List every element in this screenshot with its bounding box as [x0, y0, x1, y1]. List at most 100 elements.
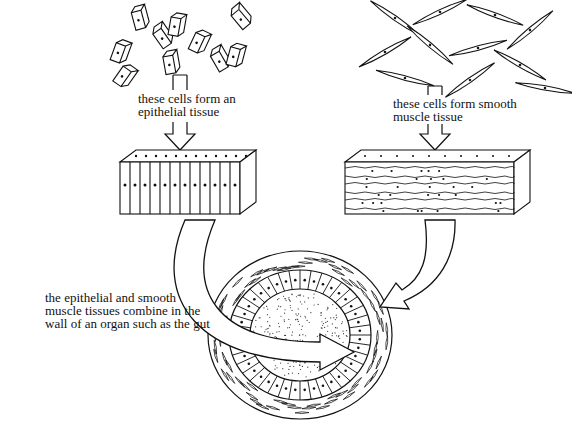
cell-wall — [229, 162, 230, 214]
lumen-stipple — [336, 315, 337, 316]
nucleus — [276, 385, 279, 388]
lumen-stipple — [297, 319, 298, 320]
lumen-stipple — [298, 373, 299, 374]
lumen-stipple — [330, 317, 331, 318]
muscle-cell — [220, 294, 228, 307]
lumen-stipple — [267, 331, 268, 332]
lumen-stipple — [264, 331, 265, 332]
cell-wall — [335, 289, 350, 302]
muscle-cell — [213, 349, 219, 363]
smooth-muscle-block — [345, 150, 530, 214]
lumen-stipple — [301, 329, 302, 330]
lumen-stipple — [314, 364, 315, 365]
lumen-stipple — [317, 336, 318, 337]
nucleus — [371, 170, 373, 172]
lumen-stipple — [295, 313, 296, 314]
muscle-cell — [360, 288, 370, 300]
lumen-stipple — [284, 309, 285, 310]
cell-wall — [329, 372, 341, 387]
muscle-fibre — [345, 208, 514, 210]
nucleus — [350, 305, 353, 308]
nucleus — [380, 202, 382, 204]
lumen-stipple — [321, 327, 322, 328]
nucleus — [442, 178, 444, 180]
cell-wall — [278, 379, 284, 397]
lumen-stipple — [275, 365, 276, 366]
lumen-stipple — [278, 306, 279, 307]
nucleus — [390, 170, 392, 172]
lumen-stipple — [284, 319, 285, 320]
lumen-stipple — [327, 325, 328, 326]
muscle-cell — [244, 278, 256, 288]
muscle-cell — [380, 318, 384, 332]
lumen-stipple — [299, 365, 300, 366]
lumen-stipple — [296, 315, 297, 316]
nucleus — [430, 178, 432, 180]
lumen-stipple — [287, 363, 288, 364]
lumen-stipple — [288, 319, 289, 320]
nucleus — [412, 155, 414, 157]
lumen-stipple — [302, 326, 303, 327]
lumen-stipple — [299, 334, 300, 335]
lumen-stipple — [287, 327, 288, 328]
lumen-stipple — [301, 303, 302, 304]
lumen-stipple — [283, 296, 284, 297]
lumen-stipple — [286, 300, 287, 301]
lumen-stipple — [288, 297, 289, 298]
muscle-fibre — [345, 183, 514, 185]
lumen-stipple — [327, 321, 328, 322]
nucleus — [267, 381, 270, 384]
lumen-stipple — [285, 298, 286, 299]
lumen-stipple — [338, 336, 339, 337]
lumen-stipple — [300, 301, 301, 302]
muscle-cell — [348, 279, 360, 290]
nucleus — [240, 321, 243, 324]
nucleus — [471, 186, 473, 188]
lumen-stipple — [291, 335, 292, 336]
cell-wall — [315, 273, 321, 291]
cell-wall — [232, 315, 252, 321]
nucleus — [421, 210, 423, 212]
muscle-cell — [235, 289, 245, 301]
muscle-cell — [332, 268, 345, 276]
lumen-stipple — [342, 331, 343, 332]
cell-wall — [199, 162, 200, 214]
nucleus — [253, 298, 256, 301]
nucleus — [438, 194, 440, 196]
cell-wall — [289, 380, 292, 399]
lumen-stipple — [300, 339, 301, 340]
lumen-stipple — [346, 330, 347, 331]
lumen-stipple — [277, 299, 278, 300]
lumen-stipple — [280, 316, 281, 317]
nucleus — [184, 184, 187, 187]
lumen-stipple — [318, 304, 319, 305]
lumen-stipple — [342, 342, 343, 343]
lumen-stipple — [293, 366, 294, 367]
nucleus — [225, 155, 227, 157]
cell-wall — [350, 335, 371, 336]
lumen-stipple — [324, 327, 325, 328]
muscle-cell — [266, 405, 280, 411]
nucleus — [235, 155, 237, 157]
lumen-stipple — [346, 336, 347, 337]
cell-wall — [278, 273, 284, 291]
lumen-stipple — [276, 331, 277, 332]
lumen-stipple — [296, 296, 297, 297]
lumen-stipple — [288, 373, 289, 374]
cell-wall — [237, 305, 256, 314]
lumen-stipple — [341, 323, 342, 324]
label-text: the epithelial and smooth muscle tissues… — [45, 291, 213, 330]
muscle-cell — [256, 403, 270, 410]
nucleus — [476, 155, 478, 157]
smooth-muscle-cells — [358, 0, 572, 99]
lumen-stipple — [304, 316, 305, 317]
lumen-stipple — [290, 301, 291, 302]
muscle-cell — [327, 392, 340, 400]
nucleus — [359, 338, 362, 341]
lumen-stipple — [310, 371, 311, 372]
cell-wall — [219, 162, 220, 214]
nucleus — [460, 155, 462, 157]
lumen-stipple — [300, 294, 301, 295]
lumen-stipple — [318, 370, 319, 371]
lumen-stipple — [321, 328, 322, 329]
